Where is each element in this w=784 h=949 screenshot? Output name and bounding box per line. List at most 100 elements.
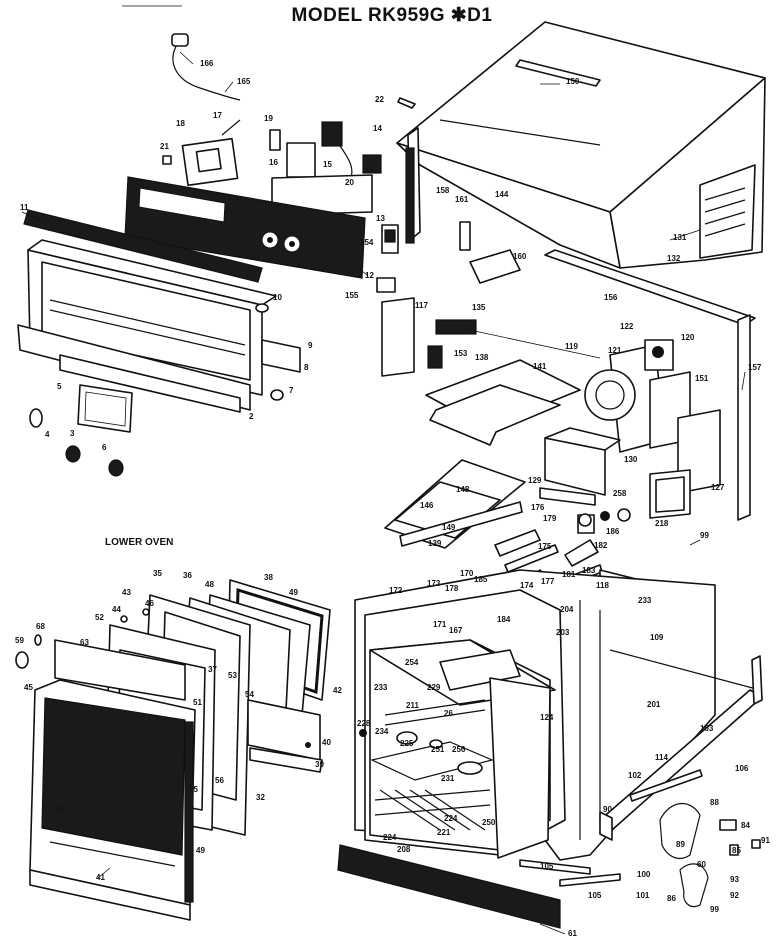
- callout-c204: 204: [560, 605, 574, 614]
- kick-plate-61: [337, 844, 561, 929]
- lower-oven-label: LOWER OVEN: [105, 537, 174, 548]
- callout-c174: 174: [520, 581, 534, 590]
- callout-c183: 183: [582, 566, 596, 575]
- callout-c57: 57: [57, 805, 66, 814]
- callout-c129: 129: [528, 476, 542, 485]
- callout-c178: 178: [445, 584, 459, 593]
- callout-c20: 20: [345, 178, 354, 187]
- callout-c233: 233: [638, 596, 652, 605]
- relay-15: [321, 121, 343, 147]
- callout-c55: 55: [189, 785, 198, 794]
- callout-c185: 185: [474, 575, 488, 584]
- leader-lines: [21, 51, 746, 935]
- callout-c16: 16: [269, 158, 278, 167]
- switch-16: [286, 142, 316, 178]
- base-assembly: [337, 649, 763, 929]
- callout-c53: 53: [228, 671, 237, 680]
- bracket-117: [381, 297, 415, 377]
- callout-c7: 7: [289, 386, 294, 395]
- callout-c102: 102: [628, 771, 642, 780]
- blower-assembly: [425, 329, 721, 519]
- callout-c49: 49: [289, 588, 298, 597]
- callout-c172: 172: [389, 586, 403, 595]
- callout-c153: 153: [454, 349, 468, 358]
- side-wall: [489, 677, 551, 859]
- block-14: [362, 154, 382, 174]
- callout-c256: 256: [452, 745, 466, 754]
- callout-c155: 155: [345, 291, 359, 300]
- callout-c117: 117: [415, 301, 428, 310]
- callout-c118: 118: [596, 581, 609, 590]
- callout-c234: 234: [375, 727, 389, 736]
- callout-c120: 120: [681, 333, 695, 342]
- trim-strip-11: [23, 209, 263, 283]
- element-tray: [384, 459, 596, 549]
- callout-c45: 45: [24, 683, 33, 692]
- knobs-and-clock: [29, 303, 284, 477]
- callout-c39: 39: [315, 760, 324, 769]
- callout-c89: 89: [676, 840, 685, 849]
- callout-c14: 14: [373, 124, 382, 133]
- callout-c103: 103: [700, 724, 714, 733]
- callout-c44: 44: [112, 605, 121, 614]
- callout-c36: 36: [183, 571, 192, 580]
- end-cap-9: [261, 339, 301, 373]
- outer-cabinet-wrapper: [396, 21, 766, 269]
- callout-c6: 6: [102, 443, 107, 452]
- callout-c258: 258: [613, 489, 627, 498]
- callout-c37: 37: [208, 665, 217, 674]
- callout-c135: 135: [472, 303, 486, 312]
- vent-panel-131: [699, 164, 756, 259]
- callout-c41: 41: [96, 873, 105, 882]
- part-153: [427, 345, 443, 369]
- callout-c43: 43: [122, 588, 131, 597]
- callout-c85: 85: [732, 846, 741, 855]
- callout-c49b: 49: [196, 846, 205, 855]
- callout-c93: 93: [730, 875, 739, 884]
- callout-c59: 59: [15, 636, 24, 645]
- callout-c218: 218: [655, 519, 669, 528]
- callout-c19: 19: [264, 114, 273, 123]
- callout-c165: 165: [237, 77, 251, 86]
- callout-c4: 4: [45, 430, 50, 439]
- callout-c250: 250: [482, 818, 496, 827]
- callout-c127: 127: [711, 483, 725, 492]
- callout-c228: 228: [357, 719, 371, 728]
- callout-c114: 114: [655, 753, 668, 762]
- oven-cavity: [354, 569, 716, 861]
- callout-c161: 161: [455, 195, 469, 204]
- callout-c138: 138: [475, 353, 489, 362]
- callout-c35: 35: [153, 569, 162, 578]
- callout-c148: 148: [456, 485, 470, 494]
- callout-c17: 17: [213, 111, 222, 120]
- callout-c22: 22: [375, 95, 384, 104]
- callout-c173: 173: [427, 579, 441, 588]
- callout-c5: 5: [57, 382, 62, 391]
- callout-c171: 171: [433, 620, 447, 629]
- callout-c32: 32: [256, 793, 265, 802]
- callout-c26: 26: [444, 709, 453, 718]
- callout-c21: 21: [160, 142, 169, 151]
- callout-c181: 181: [562, 570, 576, 579]
- callout-c208: 208: [397, 845, 411, 854]
- callout-c119: 119: [565, 342, 578, 351]
- callout-c61: 61: [568, 929, 577, 938]
- motor-120: [644, 339, 674, 371]
- callout-c68: 68: [36, 622, 45, 631]
- callout-c13: 13: [376, 214, 385, 223]
- callout-c160: 160: [513, 252, 527, 261]
- diagram-title: MODEL RK959G ✱D1: [291, 5, 493, 26]
- callout-c106: 106: [735, 764, 749, 773]
- callout-c105b: 105: [588, 891, 602, 900]
- callout-c146: 146: [420, 501, 434, 510]
- callout-c203: 203: [556, 628, 570, 637]
- callout-c88: 88: [710, 798, 719, 807]
- callout-c8: 8: [304, 363, 309, 372]
- callout-c231: 231: [441, 774, 455, 783]
- callout-c2: 2: [249, 412, 254, 421]
- callout-c229: 229: [427, 683, 441, 692]
- callout-c224b: 224: [383, 833, 397, 842]
- callout-c151: 151: [695, 374, 709, 383]
- callout-c90: 90: [603, 805, 612, 814]
